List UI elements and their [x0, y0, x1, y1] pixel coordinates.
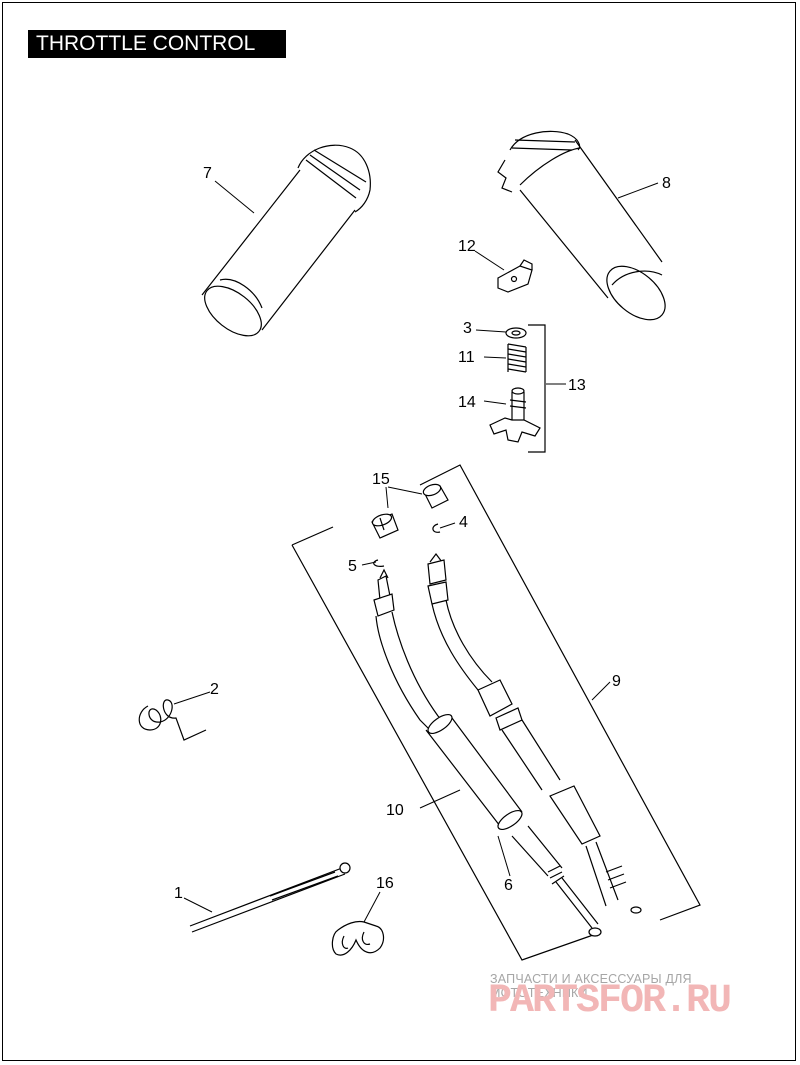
callout-12: 12: [458, 238, 476, 255]
bracket-13: [528, 324, 546, 453]
callout-1: 1: [174, 885, 183, 902]
leader-lines: [173, 180, 659, 923]
callout-2: 2: [210, 681, 219, 698]
part-10-throttle-cable: [373, 568, 602, 937]
part-7-grip-left: [201, 144, 371, 337]
callout-10: 10: [386, 802, 404, 819]
part-14-adjust-screw: [489, 387, 541, 443]
callout-14: 14: [458, 394, 476, 411]
cable-group-outline: [291, 526, 334, 546]
callout-11: 11: [458, 349, 475, 366]
callout-9: 9: [612, 673, 621, 690]
part-4-clip: [432, 523, 441, 533]
part-1-cable-strap: [189, 862, 351, 933]
callout-13: 13: [568, 377, 586, 394]
part-5-clip: [373, 559, 385, 567]
part-2-spring-clip: [138, 699, 207, 741]
callout-labels: 7 8 12 3 11 13 14 15 4 5 9 2 10 6 16 1: [174, 165, 671, 902]
part-3-washer: [505, 327, 527, 339]
callout-6: 6: [504, 877, 513, 894]
page-title: THROTTLE CONTROL: [28, 30, 286, 58]
callout-5: 5: [348, 558, 357, 575]
callout-15: 15: [372, 471, 390, 488]
part-12-ferrule: [497, 259, 533, 293]
part-11-spring: [507, 343, 527, 373]
part-16-cable-clip: [331, 920, 385, 956]
callout-8: 8: [662, 175, 671, 192]
callout-4: 4: [459, 514, 468, 531]
watermark-tagline: ЗАПЧАСТИ И АКСЕССУАРЫ ДЛЯ МОТОТЕХНИКИ: [490, 972, 692, 1000]
callout-16: 16: [376, 875, 394, 892]
part-8-grip-right: [497, 130, 666, 321]
callout-7: 7: [203, 165, 212, 182]
part-9-idle-cable: [427, 553, 642, 914]
callout-3: 3: [463, 320, 472, 337]
watermark-logo: PARTSFOR.RU: [488, 979, 732, 1024]
part-15-cable-caps: [371, 483, 449, 539]
